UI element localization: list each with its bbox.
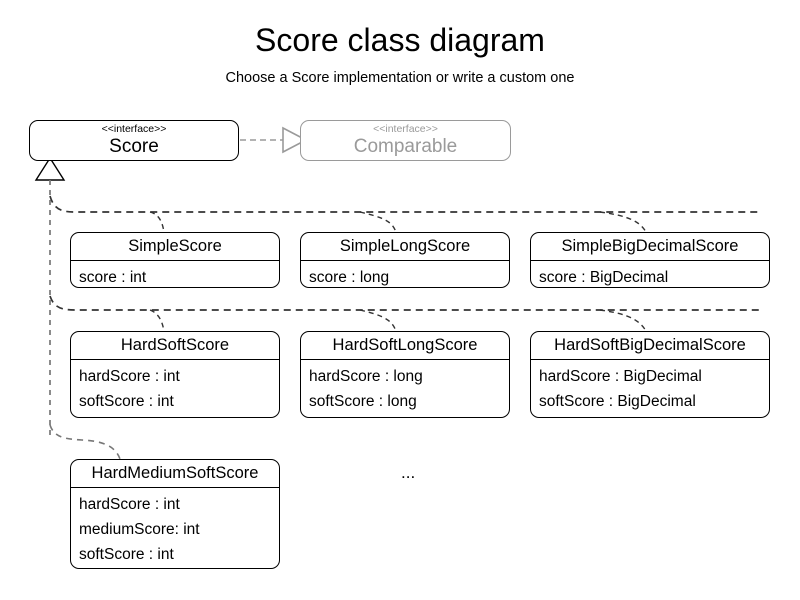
class-hard-medium-soft-score-attributes: hardScore : int mediumScore: int softSco… xyxy=(71,488,279,568)
realization-branch-hard-soft-big-decimal-score xyxy=(599,309,647,332)
attribute-row: softScore : int xyxy=(79,546,174,563)
realization-branch-rail-row2 xyxy=(49,295,760,311)
interface-score-body: <<interface>> Score xyxy=(30,121,238,160)
interface-score-stereotype: <<interface>> xyxy=(101,123,167,135)
class-simple-score[interactable]: SimpleScore score : int xyxy=(70,232,280,288)
realization-branch-hard-medium-soft-score xyxy=(49,424,121,460)
attribute-row: softScore : int xyxy=(79,393,174,410)
class-simple-big-decimal-score-title: SimpleBigDecimalScore xyxy=(531,233,769,261)
attribute-row: hardScore : long xyxy=(309,368,423,385)
realization-branch-simple-long-score xyxy=(359,211,397,233)
attribute-row: softScore : BigDecimal xyxy=(539,393,696,410)
class-hard-soft-long-score[interactable]: HardSoftLongScore hardScore : long softS… xyxy=(300,331,510,418)
class-hard-medium-soft-score[interactable]: HardMediumSoftScore hardScore : int medi… xyxy=(70,459,280,569)
realization-branch-hard-soft-long-score xyxy=(359,309,397,332)
class-simple-long-score-title: SimpleLongScore xyxy=(301,233,509,261)
class-simple-big-decimal-score[interactable]: SimpleBigDecimalScore score : BigDecimal xyxy=(530,232,770,288)
interface-comparable[interactable]: <<interface>> Comparable xyxy=(300,120,511,161)
attribute-row: softScore : long xyxy=(309,393,417,410)
class-hard-soft-score-attributes: hardScore : int softScore : int xyxy=(71,360,279,417)
class-hard-soft-big-decimal-score-title: HardSoftBigDecimalScore xyxy=(531,332,769,360)
attribute-row: score : BigDecimal xyxy=(539,269,669,286)
interface-comparable-name: Comparable xyxy=(353,136,458,157)
class-hard-soft-long-score-attributes: hardScore : long softScore : long xyxy=(301,360,509,417)
class-hard-soft-score[interactable]: HardSoftScore hardScore : int softScore … xyxy=(70,331,280,418)
more-classes-ellipsis: ... xyxy=(401,463,416,482)
interface-comparable-body: <<interface>> Comparable xyxy=(301,121,510,160)
realization-branch-simple-score xyxy=(149,211,165,233)
class-hard-soft-long-score-title: HardSoftLongScore xyxy=(301,332,509,360)
class-hard-soft-big-decimal-score[interactable]: HardSoftBigDecimalScore hardScore : BigD… xyxy=(530,331,770,418)
interface-comparable-stereotype: <<interface>> xyxy=(373,123,438,135)
interface-score[interactable]: <<interface>> Score xyxy=(29,120,239,161)
interface-score-name: Score xyxy=(109,136,159,157)
class-simple-score-attributes: score : int xyxy=(71,261,279,287)
attribute-row: mediumScore: int xyxy=(79,521,200,538)
class-simple-long-score-attributes: score : long xyxy=(301,261,509,287)
class-hard-soft-score-title: HardSoftScore xyxy=(71,332,279,360)
realization-arrowhead-score xyxy=(34,156,66,181)
attribute-row: hardScore : int xyxy=(79,368,180,385)
attribute-row: hardScore : int xyxy=(79,496,180,513)
page-title: Score class diagram xyxy=(255,22,545,58)
class-hard-soft-big-decimal-score-attributes: hardScore : BigDecimal softScore : BigDe… xyxy=(531,360,769,417)
realization-branch-rail-row1 xyxy=(49,195,760,213)
class-simple-score-title: SimpleScore xyxy=(71,233,279,261)
attribute-row: score : int xyxy=(79,269,147,286)
class-hard-medium-soft-score-title: HardMediumSoftScore xyxy=(71,460,279,488)
page-subtitle: Choose a Score implementation or write a… xyxy=(225,70,575,86)
class-simple-long-score[interactable]: SimpleLongScore score : long xyxy=(300,232,510,288)
realization-branch-simple-big-decimal-score xyxy=(599,211,647,233)
realization-branch-hard-soft-score xyxy=(149,309,165,332)
realization-arrowhead-comparable xyxy=(282,126,308,154)
attribute-row: hardScore : BigDecimal xyxy=(539,368,702,385)
attribute-row: score : long xyxy=(309,269,390,286)
class-simple-big-decimal-score-attributes: score : BigDecimal xyxy=(531,261,769,287)
